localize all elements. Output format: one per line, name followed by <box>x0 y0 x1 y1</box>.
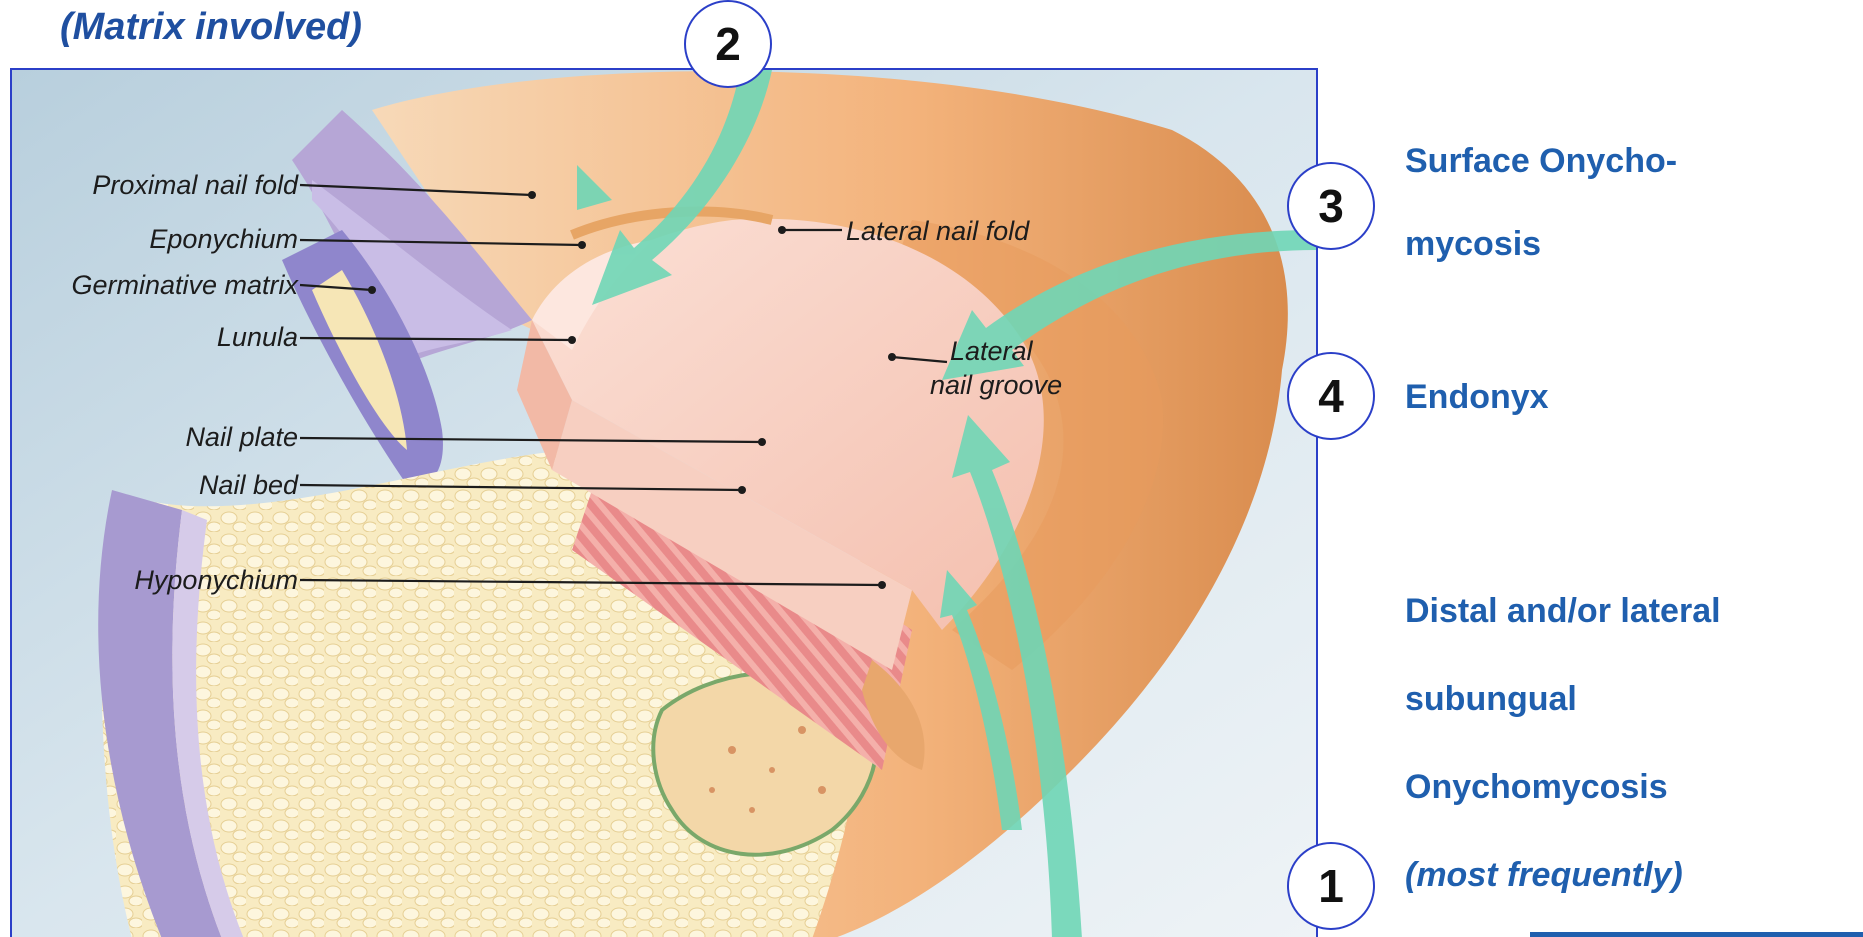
distal-lateral-line1: Distal and/or lateral <box>1405 592 1721 631</box>
distal-lateral-line3: Onychomycosis <box>1405 768 1668 807</box>
label-nail-bed: Nail bed <box>199 470 299 500</box>
label-germinative-matrix: Germinative matrix <box>71 270 299 300</box>
surface-onychomycosis-line1: Surface Onycho- <box>1405 142 1677 181</box>
label-hyponychium: Hyponychium <box>134 565 298 595</box>
distal-lateral-line2: subungual <box>1405 680 1577 719</box>
endonyx-label: Endonyx <box>1405 378 1549 417</box>
nail-anatomy-illustration: Proximal nail fold Eponychium Germinativ… <box>10 68 1318 937</box>
label-lateral-nail-groove-2: nail groove <box>930 370 1062 400</box>
label-lateral-nail-groove-1: Lateral <box>950 336 1034 366</box>
label-lunula: Lunula <box>217 322 298 352</box>
distal-lateral-line4: (most frequently) <box>1405 856 1683 895</box>
label-proximal-nail-fold: Proximal nail fold <box>92 170 299 200</box>
label-nail-plate: Nail plate <box>185 422 298 452</box>
matrix-involved-caption: (Matrix involved) <box>60 0 362 54</box>
surface-onychomycosis-line2: mycosis <box>1405 225 1541 264</box>
label-lateral-nail-fold: Lateral nail fold <box>846 216 1030 246</box>
badge-3: 3 <box>1287 162 1375 250</box>
badge-4: 4 <box>1287 352 1375 440</box>
label-eponychium: Eponychium <box>149 224 298 254</box>
badge-2: 2 <box>684 0 772 88</box>
badge-1: 1 <box>1287 842 1375 930</box>
bottom-rule <box>1530 932 1863 937</box>
